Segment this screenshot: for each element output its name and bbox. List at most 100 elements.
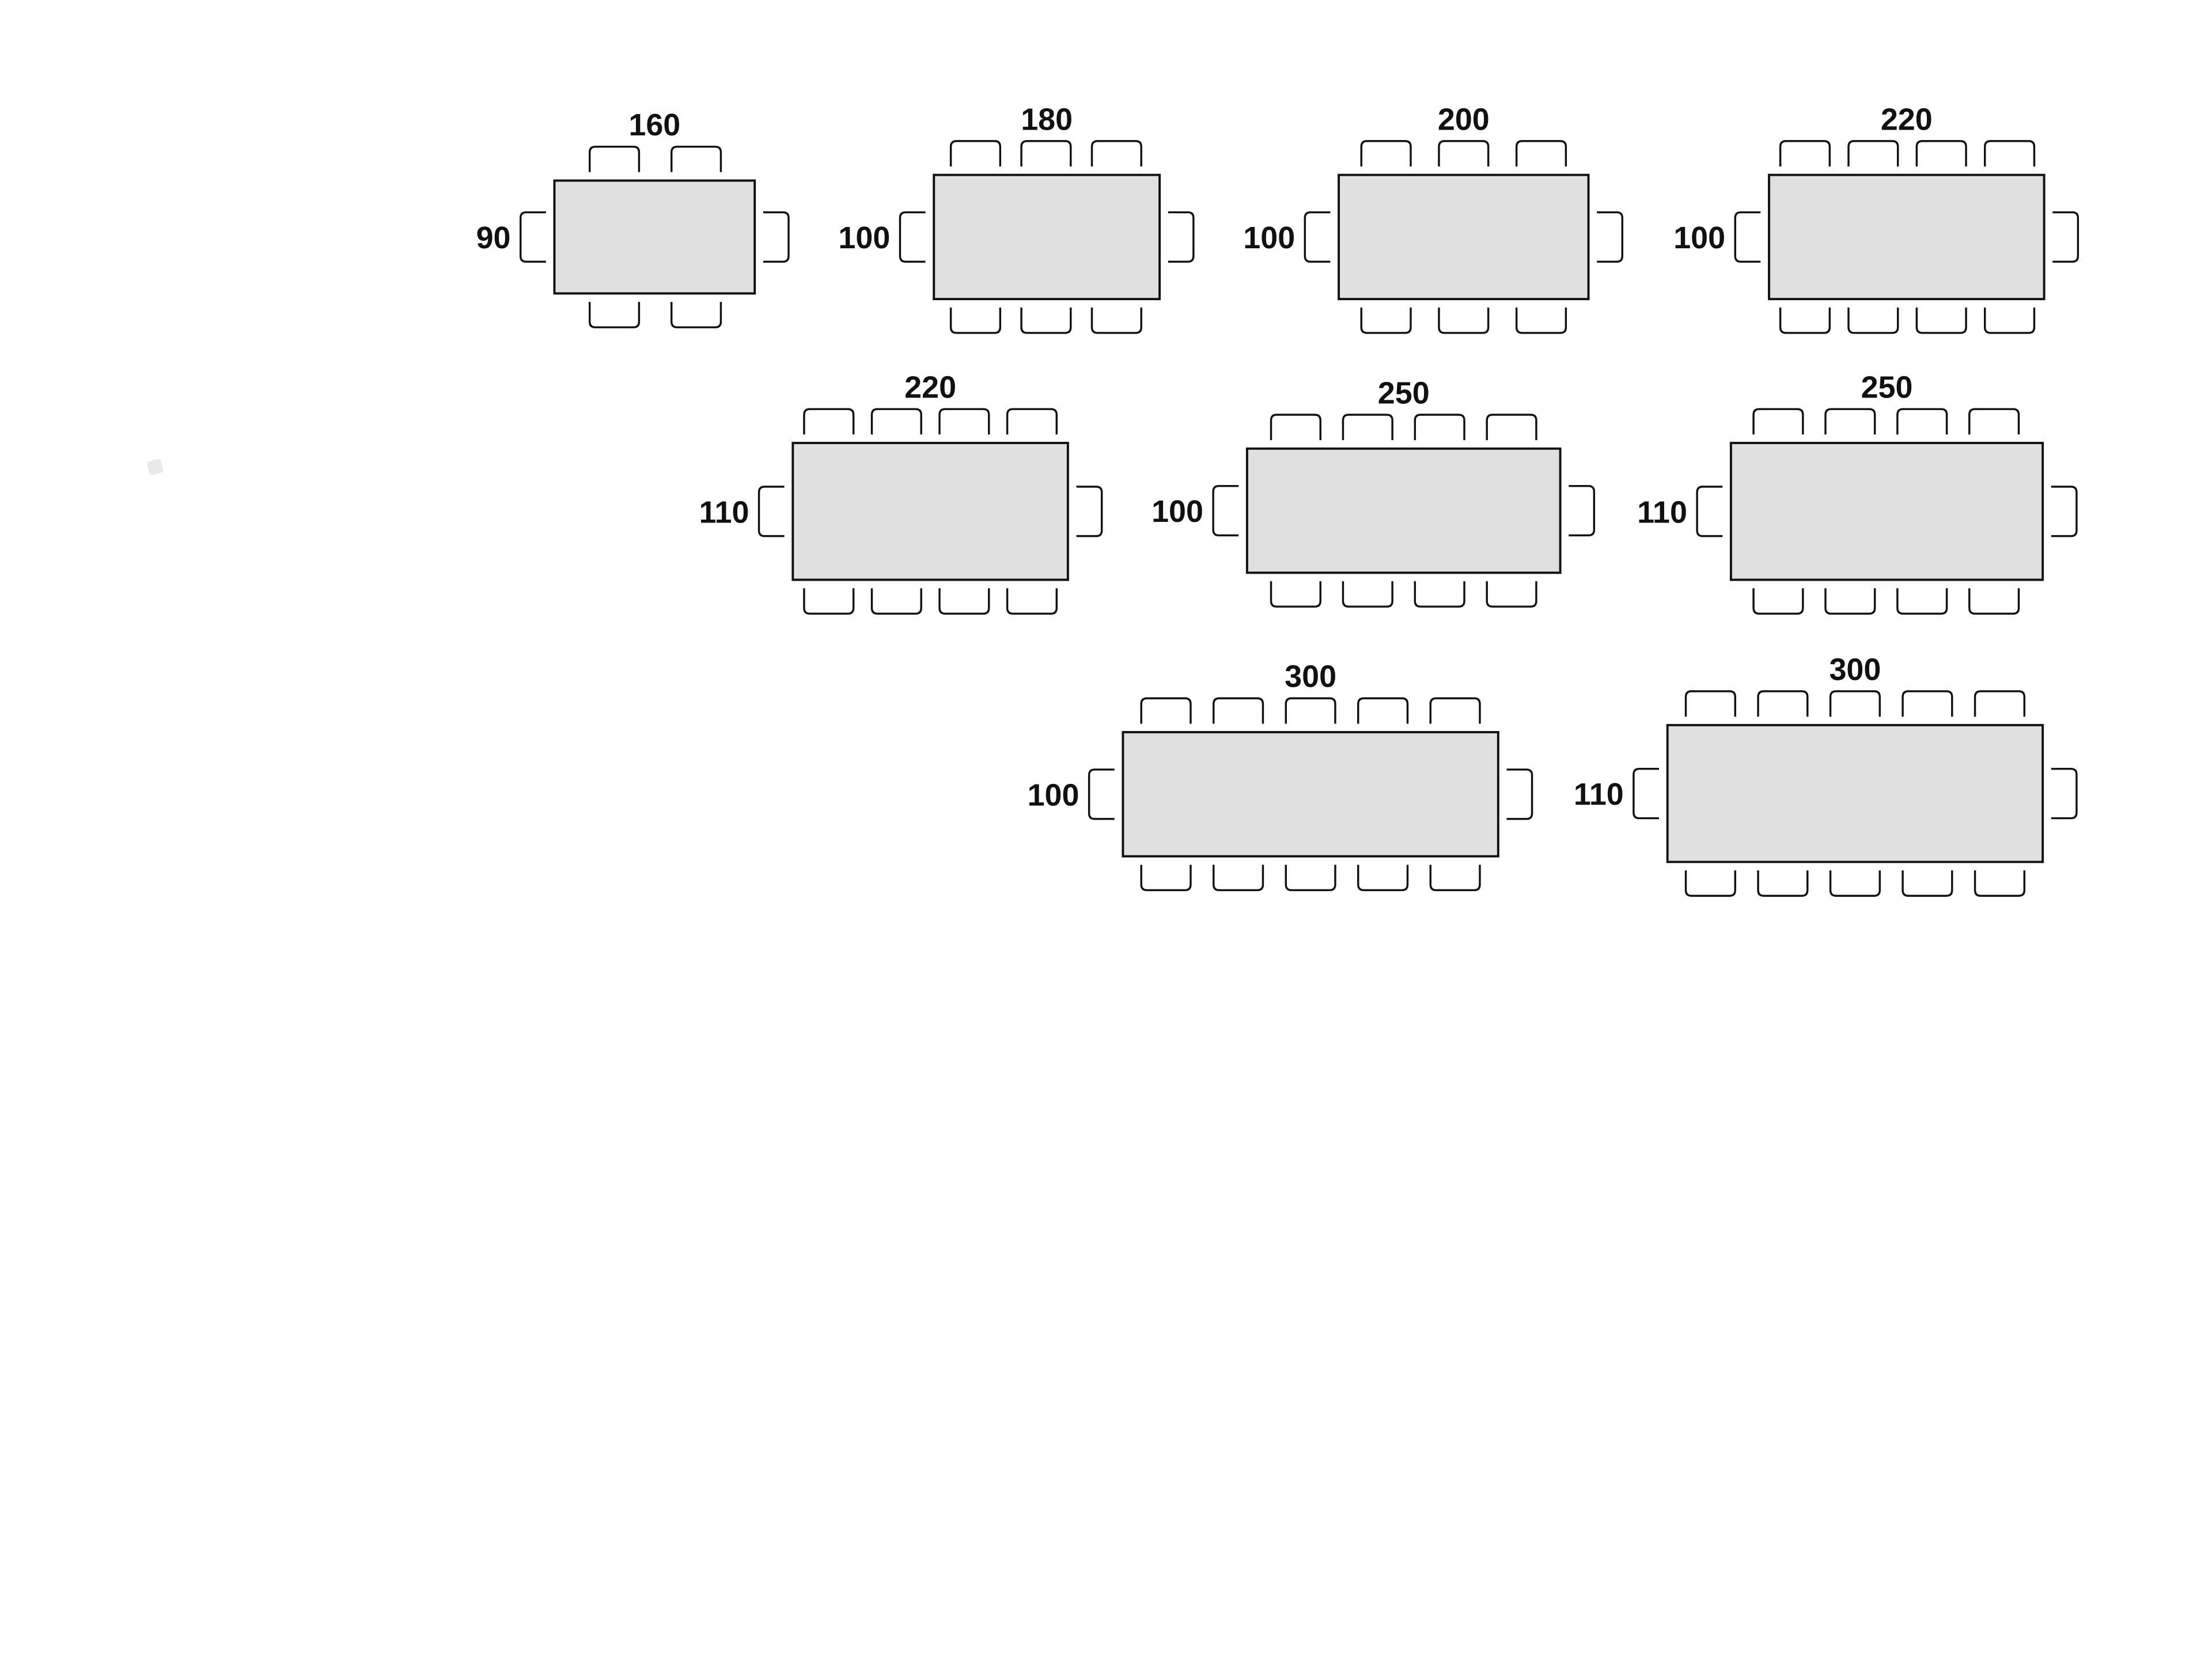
chair-icon [1829,870,1881,897]
chair-icon [1213,697,1264,724]
chair-icon [588,145,641,172]
table-top [791,442,1069,581]
chair-icon [671,145,722,172]
width-label: 100 [838,221,890,255]
chair-icon [938,408,990,435]
chair-icon [671,302,722,328]
chair-icon [1486,414,1537,441]
chair-icon [1285,697,1336,724]
chair-icon [870,408,922,435]
width-label: 100 [1152,494,1203,529]
chair-icon [1270,581,1321,608]
chair-icon [1974,870,2025,897]
chair-icon [1824,588,1876,615]
chair-icon [1270,414,1321,441]
chair-icon [1569,484,1596,537]
chair-icon [1140,865,1192,892]
chair-icon [1515,307,1567,334]
chair-icon [1734,211,1761,263]
chair-icon [1968,588,2020,615]
chair-icon [1429,865,1481,892]
chair-icon [1090,140,1142,166]
chair-icon [1902,870,1953,897]
chair-icon [1342,581,1393,608]
chair-icon [1824,408,1876,435]
chair-icon [1285,865,1336,892]
table-layout-250x100: 250 100 [1152,376,1596,608]
length-label: 160 [628,108,680,142]
width-label: 110 [699,495,749,529]
chair-icon [949,307,1002,334]
chair-icon [763,211,790,263]
chair-icon [1974,690,2025,717]
table-top [1338,173,1590,301]
table-top [1768,173,2046,301]
watermark-icon [147,459,164,475]
chair-icon [1360,140,1412,166]
chair-icon [1696,486,1723,537]
chair-icon [1633,767,1659,820]
chair-icon [1902,690,1953,717]
width-label: 90 [476,221,511,255]
table-layout-220x100: 220 100 [1673,102,2080,334]
chair-icon [1429,697,1481,724]
chair-icon [1076,486,1103,537]
chair-icon [1968,408,2020,435]
table-layout-160x90: 160 90 [476,108,790,328]
chair-icon [2051,486,2078,537]
chair-icon [1438,307,1490,334]
chair-icon [1752,408,1804,435]
chair-icon [1414,414,1465,441]
length-label: 220 [1881,102,1933,137]
chair-icon [1847,140,1899,166]
chair-icon [1140,697,1192,724]
chair-icon [1006,408,1058,435]
chair-icon [1090,307,1142,334]
length-label: 220 [904,370,956,405]
length-label: 250 [1378,376,1430,410]
table-layout-220x110: 220 110 [699,370,1103,615]
chair-icon [588,302,641,328]
chair-icon [1779,140,1831,166]
chair-icon [1304,211,1331,263]
chair-icon [803,588,855,615]
width-label: 100 [1243,221,1295,255]
chair-icon [1779,307,1831,334]
chair-icon [1597,211,1624,263]
chair-icon [1020,307,1072,334]
chair-icon [1684,690,1736,717]
chair-icon [1757,690,1809,717]
chair-icon [1829,690,1881,717]
chair-icon [1757,870,1809,897]
chair-icon [1006,588,1058,615]
chair-icon [1212,484,1239,537]
chair-icon [1684,870,1736,897]
chair-icon [1896,588,1948,615]
chair-icon [1984,140,2036,166]
table-top [1666,724,2044,863]
chair-icon [1357,865,1409,892]
table-top [1729,442,2044,581]
chair-icon [1342,414,1393,441]
chair-icon [949,140,1002,166]
chair-icon [1414,581,1465,608]
chair-icon [1213,865,1264,892]
chair-icon [899,211,926,263]
chair-icon [1515,140,1567,166]
length-label: 300 [1285,660,1336,694]
width-label: 110 [1637,495,1687,529]
chair-icon [2051,767,2078,820]
chair-icon [1896,408,1948,435]
chair-icon [1168,211,1195,263]
chair-icon [938,588,990,615]
chair-icon [1438,140,1490,166]
width-label: 100 [1673,221,1725,255]
chair-icon [1752,588,1804,615]
